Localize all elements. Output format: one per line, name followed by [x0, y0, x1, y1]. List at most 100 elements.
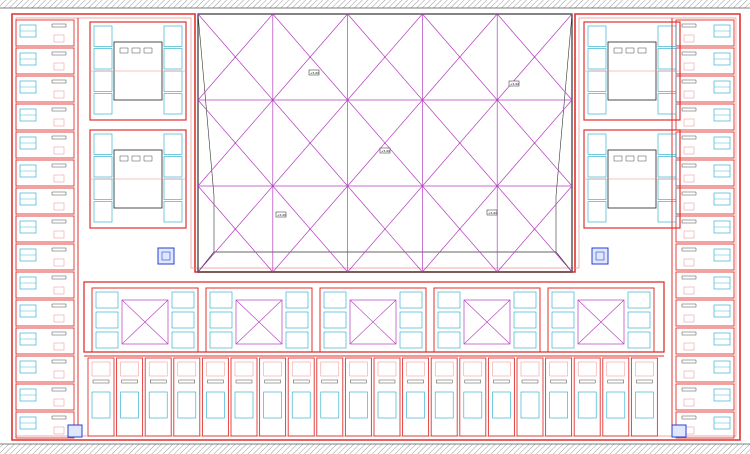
room	[144, 357, 172, 437]
bed-fixture	[285, 311, 309, 329]
bath-fixture	[53, 202, 65, 211]
bath-fixture	[320, 361, 340, 377]
room-tag	[119, 155, 129, 162]
bed-fixture	[206, 391, 225, 419]
bath-fixture	[549, 361, 568, 377]
bath-fixture	[683, 314, 695, 323]
bed-fixture	[406, 391, 425, 419]
stair-core	[591, 247, 609, 265]
room-tag	[51, 359, 67, 364]
bed-fixture	[635, 391, 654, 419]
room	[15, 243, 75, 271]
room-tag	[51, 79, 67, 84]
svg-text:+: +	[384, 227, 387, 232]
room-tag	[51, 51, 67, 56]
bath-fixture	[683, 146, 695, 155]
bath-fixture	[53, 146, 65, 155]
bath-fixture	[53, 314, 65, 323]
bath-fixture	[683, 34, 695, 43]
bed-fixture	[95, 311, 119, 329]
bed-fixture	[163, 70, 183, 92]
room	[15, 131, 75, 159]
room-tag	[625, 155, 635, 162]
suite-module	[319, 287, 427, 353]
svg-text:+: +	[384, 55, 387, 60]
bed-fixture	[163, 156, 183, 178]
bed-fixture	[399, 291, 423, 309]
room	[516, 357, 544, 437]
room-tag	[681, 135, 697, 140]
room-tag	[178, 379, 196, 384]
svg-text:+: +	[458, 55, 461, 60]
bed-fixture	[349, 391, 368, 419]
bed-fixture	[437, 291, 461, 309]
room-tag	[681, 191, 697, 196]
room-tag	[143, 47, 153, 54]
bath-fixture	[406, 361, 425, 377]
skylight	[121, 299, 169, 345]
bath-fixture	[520, 361, 540, 377]
bath-fixture	[148, 361, 168, 377]
room	[15, 103, 75, 131]
room	[402, 357, 430, 437]
central-dome-grid: +++++++++++++++ +5.60 +5.60 +5.60 +5.60 …	[197, 13, 573, 273]
bath-fixture	[53, 62, 65, 71]
bath-fixture	[683, 258, 695, 267]
svg-text:+: +	[533, 141, 536, 146]
bath-fixture	[463, 361, 483, 377]
bath-fixture	[683, 202, 695, 211]
bath-fixture	[683, 174, 695, 183]
bath-fixture	[206, 361, 225, 377]
bed-fixture	[627, 311, 651, 329]
room-tag	[637, 155, 647, 162]
bath-fixture	[291, 361, 311, 377]
bath-fixture	[263, 361, 282, 377]
skylight	[577, 299, 625, 345]
room-tag	[681, 219, 697, 224]
bed-fixture	[209, 331, 233, 349]
bath-fixture	[53, 370, 65, 379]
dome-level-tag: +5.60	[275, 211, 286, 218]
bath-fixture	[683, 230, 695, 239]
bath-fixture	[434, 361, 454, 377]
bath-fixture	[683, 286, 695, 295]
room	[459, 357, 487, 437]
room-tag	[681, 415, 697, 420]
suite-module	[205, 287, 313, 353]
svg-text:+: +	[458, 227, 461, 232]
room-tag	[681, 387, 697, 392]
bath-fixture	[683, 370, 695, 379]
room-tag	[681, 359, 697, 364]
bed-fixture	[209, 291, 233, 309]
svg-text:+: +	[234, 227, 237, 232]
svg-text:+: +	[309, 227, 312, 232]
bath-fixture	[606, 361, 626, 377]
bed-fixture	[377, 391, 397, 419]
room	[675, 355, 735, 383]
room	[15, 75, 75, 103]
bed-fixture	[93, 178, 113, 200]
suite-cluster	[89, 129, 187, 229]
room	[287, 357, 315, 437]
svg-text:+: +	[533, 55, 536, 60]
room	[675, 243, 735, 271]
bed-fixture	[323, 311, 347, 329]
bath-fixture	[177, 361, 197, 377]
room-tag	[207, 379, 224, 384]
bed-fixture	[285, 291, 309, 309]
room	[630, 357, 658, 437]
south-wing-rooms	[83, 281, 665, 437]
bed-fixture	[163, 25, 183, 47]
bed-fixture	[434, 391, 454, 419]
room	[15, 271, 75, 299]
room-tag	[131, 47, 141, 54]
bath-fixture	[377, 361, 397, 377]
bed-fixture	[163, 201, 183, 223]
room-tag	[92, 379, 110, 384]
svg-text:+: +	[384, 141, 387, 146]
bath-fixture	[635, 361, 654, 377]
svg-text:+: +	[309, 141, 312, 146]
bath-fixture	[53, 174, 65, 183]
room-tag	[521, 379, 539, 384]
